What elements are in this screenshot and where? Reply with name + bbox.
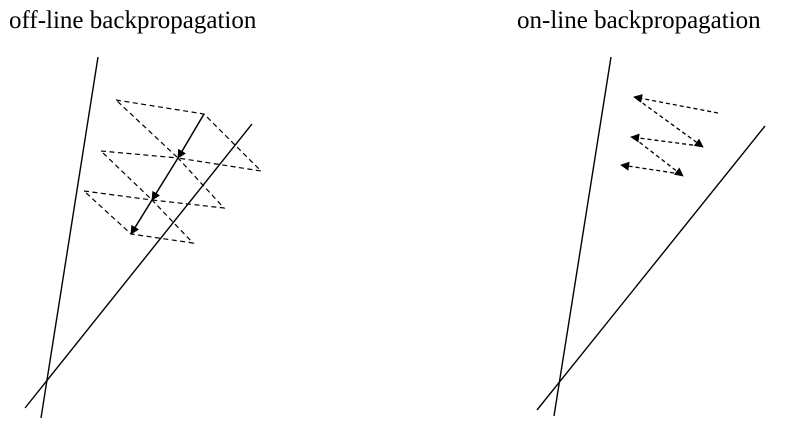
online-panel (536, 56, 766, 417)
offline-boundary-line-diagonal (24, 123, 253, 409)
online-step-arrow-4 (633, 137, 684, 177)
online-step-arrow-5 (620, 161, 682, 175)
offline-panel-title: off-line backpropagation (9, 7, 257, 34)
offline-dashed-parallelogram-1 (114, 99, 263, 172)
offline-step-arrow-3 (130, 199, 153, 235)
online-step-arrow-3 (630, 133, 701, 147)
offline-dashed-parallelogram-3 (82, 190, 195, 244)
online-step-arrow-1 (633, 94, 719, 114)
online-boundary-line-diagonal (536, 125, 766, 411)
online-panel-title: on-line backpropagation (517, 7, 761, 34)
offline-step-arrow-2 (151, 157, 179, 201)
offline-boundary-line-steep (40, 56, 99, 419)
online-step-arrow-2 (636, 98, 704, 148)
offline-dashed-parallelogram-2 (99, 150, 226, 209)
offline-panel (24, 56, 263, 419)
online-boundary-line-steep (553, 56, 612, 417)
offline-step-arrow-1 (177, 113, 205, 159)
